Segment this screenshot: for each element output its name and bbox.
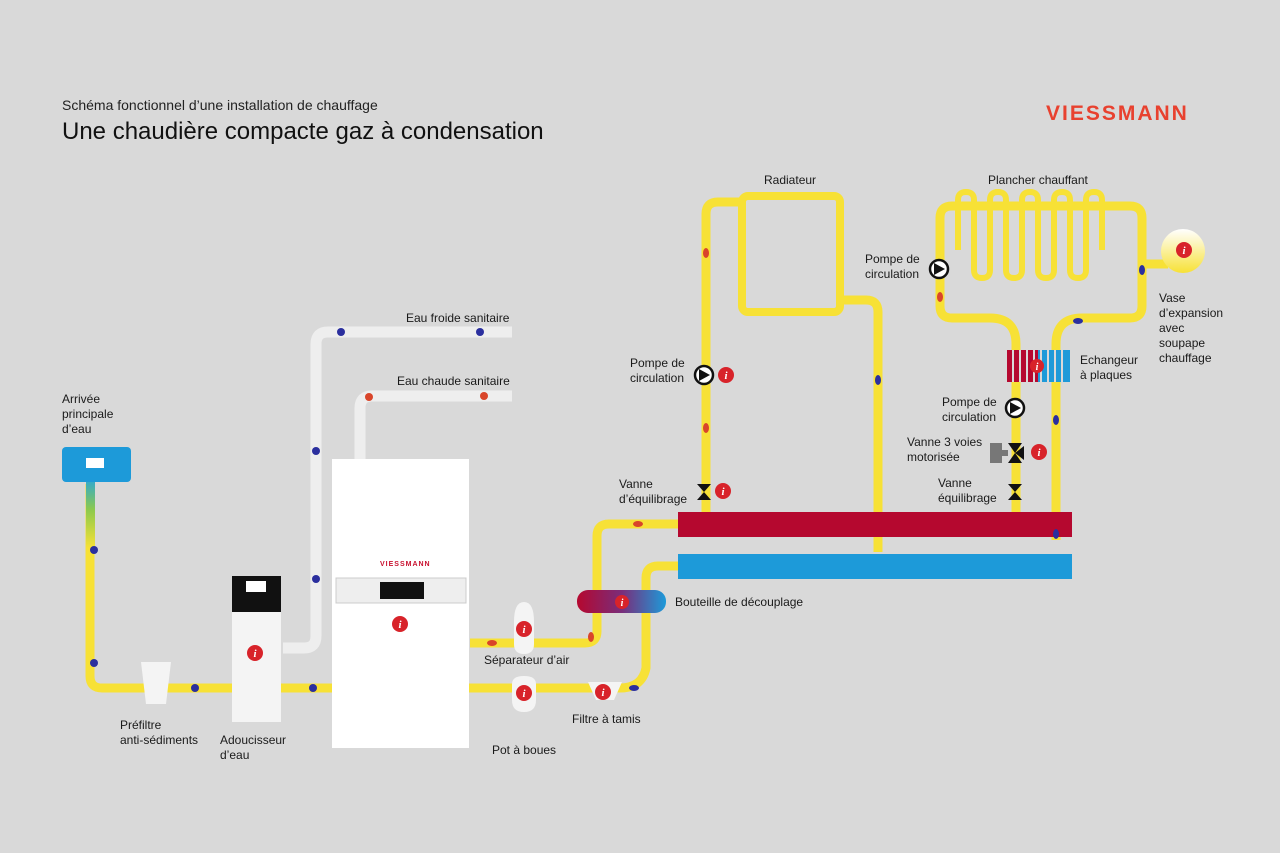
- flow-drops: [487, 248, 1145, 691]
- radiator-coils: [738, 192, 844, 316]
- radiator-return-pipe: [840, 295, 883, 552]
- radiator-fins: [756, 204, 831, 304]
- pump-icon: [1004, 397, 1026, 419]
- label-vanne-equilibrage-1: Vanne d’équilibrage: [619, 477, 688, 506]
- boiler-brand-logo: VIESSMANN: [380, 561, 431, 568]
- prefilter: [141, 662, 171, 704]
- info-icon[interactable]: i: [1031, 444, 1047, 460]
- label-eau-chaude: Eau chaude sanitaire: [397, 374, 510, 388]
- svg-text:i: i: [601, 687, 605, 699]
- balancing-valve-icon: [1008, 484, 1022, 500]
- svg-text:i: i: [398, 619, 402, 631]
- svg-text:i: i: [1037, 447, 1041, 459]
- svg-text:i: i: [522, 688, 526, 700]
- svg-text:i: i: [1036, 362, 1039, 373]
- hot-flow-dots: [365, 392, 488, 401]
- info-icon[interactable]: i: [615, 595, 629, 609]
- label-plancher: Plancher chauffant: [988, 173, 1088, 187]
- cold-header: [678, 554, 1072, 579]
- label-filtre: Filtre à tamis: [572, 712, 641, 726]
- label-adoucisseur: Adoucisseur d’eau: [220, 733, 287, 762]
- info-icon[interactable]: i: [718, 367, 734, 383]
- label-pot: Pot à boues: [492, 743, 557, 757]
- svg-text:i: i: [1182, 245, 1186, 257]
- label-pompe-echangeur: Pompe de circulation: [942, 395, 997, 424]
- label-eau-froide: Eau froide sanitaire: [406, 311, 510, 325]
- balancing-valve-icon: [697, 484, 711, 500]
- svg-text:i: i: [724, 370, 728, 382]
- cold-flow-dots: [90, 328, 484, 692]
- label-arrivee: Arrivée principale d’eau: [62, 392, 114, 436]
- info-icon[interactable]: i: [516, 621, 532, 637]
- svg-text:i: i: [721, 486, 725, 498]
- info-icon[interactable]: i: [247, 645, 263, 661]
- label-radiateur: Radiateur: [764, 173, 817, 187]
- label-echangeur: Echangeur à plaques: [1080, 353, 1139, 382]
- label-pompe-plancher: Pompe de circulation: [865, 252, 920, 281]
- info-icon[interactable]: i: [516, 685, 532, 701]
- three-way-valve-icon: [990, 443, 1024, 463]
- label-vanne-3-voies: Vanne 3 voies motorisée: [907, 435, 983, 464]
- floor-coils: [955, 188, 1105, 282]
- cold-sanitary-pipe: [283, 326, 512, 654]
- radiator-flow-pipe: [701, 197, 742, 516]
- label-vanne-equilibrage-2: Vanne équilibrage: [938, 476, 997, 505]
- boiler-display: [380, 582, 424, 599]
- svg-text:i: i: [621, 598, 624, 609]
- info-icon[interactable]: i: [392, 616, 408, 632]
- brand-logo: VIESSMANN: [1046, 102, 1189, 125]
- boiler-flow-pipe: [470, 519, 680, 648]
- supply-pipe: [85, 484, 680, 693]
- hot-header: [678, 512, 1072, 537]
- label-separateur: Séparateur d’air: [484, 653, 570, 667]
- incoming-gradient: [86, 478, 95, 548]
- diagram-title: Une chaudière compacte gaz à condensatio…: [62, 118, 544, 145]
- svg-text:i: i: [522, 624, 526, 636]
- inlet-meter-window: [86, 458, 104, 468]
- svg-text:i: i: [253, 648, 257, 660]
- pump-icon: [693, 364, 715, 386]
- diagram-subtitle: Schéma fonctionnel d’une installation de…: [62, 97, 378, 113]
- softener-display: [246, 581, 266, 592]
- pump-icon: [928, 258, 950, 280]
- label-bouteille: Bouteille de découplage: [675, 595, 804, 609]
- label-vase: Vase d’expansion avec soupape chauffage: [1159, 291, 1224, 365]
- info-icon[interactable]: i: [595, 684, 611, 700]
- info-icon[interactable]: i: [1030, 359, 1044, 373]
- hot-sanitary-pipe: [354, 390, 512, 460]
- info-icon[interactable]: i: [715, 483, 731, 499]
- label-pompe-radiateur: Pompe de circulation: [630, 356, 685, 385]
- label-prefiltre: Préfiltre anti-sédiments: [120, 718, 199, 747]
- info-icon[interactable]: i: [1176, 242, 1192, 258]
